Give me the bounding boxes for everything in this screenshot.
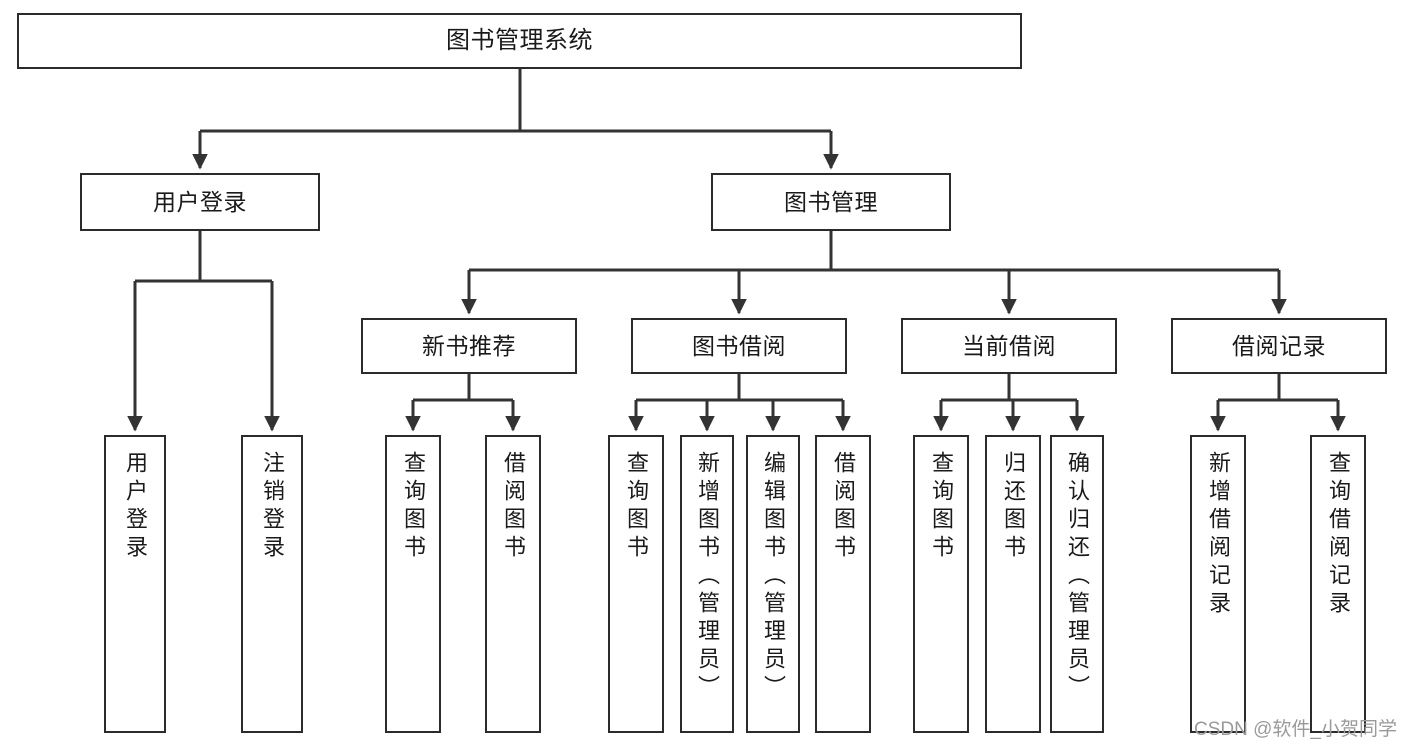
leaf-borrow-edit-book-admin-label: 编辑图书（管理员） bbox=[761, 451, 786, 703]
node-current-borrow-label: 当前借阅 bbox=[962, 332, 1056, 359]
node-new-book-recommend-label: 新书推荐 bbox=[422, 332, 516, 359]
node-root[interactable]: 图书管理系统 bbox=[17, 13, 1022, 69]
leaf-user-login-label: 用户登录 bbox=[123, 451, 148, 563]
leaf-records-add-record-label: 新增借阅记录 bbox=[1206, 451, 1231, 619]
csdn-watermark: CSDN @软件_小贺同学 bbox=[1194, 719, 1397, 740]
node-user-login[interactable]: 用户登录 bbox=[80, 173, 320, 231]
leaf-newbook-borrow-book[interactable]: 借阅图书 bbox=[485, 435, 541, 733]
leaf-borrow-add-book-admin[interactable]: 新增图书（管理员） bbox=[680, 435, 734, 733]
leaf-records-query-record-label: 查询借阅记录 bbox=[1326, 451, 1351, 619]
leaf-user-logout[interactable]: 注销登录 bbox=[241, 435, 303, 733]
node-book-management[interactable]: 图书管理 bbox=[711, 173, 951, 231]
leaf-borrow-query-book-label: 查询图书 bbox=[624, 451, 649, 563]
node-book-management-label: 图书管理 bbox=[784, 188, 878, 215]
leaf-borrow-lend-book[interactable]: 借阅图书 bbox=[815, 435, 871, 733]
node-root-label: 图书管理系统 bbox=[446, 27, 593, 55]
leaf-records-query-record[interactable]: 查询借阅记录 bbox=[1310, 435, 1366, 733]
leaf-user-logout-label: 注销登录 bbox=[260, 451, 285, 563]
leaf-newbook-query-book[interactable]: 查询图书 bbox=[385, 435, 441, 733]
node-current-borrow[interactable]: 当前借阅 bbox=[901, 318, 1117, 374]
leaf-borrow-query-book[interactable]: 查询图书 bbox=[608, 435, 664, 733]
leaf-current-confirm-return-admin-label: 确认归还（管理员） bbox=[1065, 451, 1090, 703]
leaf-records-add-record[interactable]: 新增借阅记录 bbox=[1190, 435, 1246, 733]
leaf-newbook-borrow-book-label: 借阅图书 bbox=[501, 451, 526, 563]
leaf-borrow-add-book-admin-label: 新增图书（管理员） bbox=[695, 451, 720, 703]
leaf-borrow-edit-book-admin[interactable]: 编辑图书（管理员） bbox=[746, 435, 800, 733]
leaf-current-query-book-label: 查询图书 bbox=[929, 451, 954, 563]
node-borrow-records[interactable]: 借阅记录 bbox=[1171, 318, 1387, 374]
leaf-current-confirm-return-admin[interactable]: 确认归还（管理员） bbox=[1050, 435, 1104, 733]
node-new-book-recommend[interactable]: 新书推荐 bbox=[361, 318, 577, 374]
node-borrow-records-label: 借阅记录 bbox=[1232, 332, 1326, 359]
leaf-current-return-book[interactable]: 归还图书 bbox=[985, 435, 1041, 733]
leaf-current-return-book-label: 归还图书 bbox=[1001, 451, 1026, 563]
leaf-current-query-book[interactable]: 查询图书 bbox=[913, 435, 969, 733]
node-book-borrow-label: 图书借阅 bbox=[692, 332, 786, 359]
leaf-borrow-lend-book-label: 借阅图书 bbox=[831, 451, 856, 563]
leaf-newbook-query-book-label: 查询图书 bbox=[401, 451, 426, 563]
leaf-user-login[interactable]: 用户登录 bbox=[104, 435, 166, 733]
node-book-borrow[interactable]: 图书借阅 bbox=[631, 318, 847, 374]
node-user-login-label: 用户登录 bbox=[153, 188, 247, 215]
